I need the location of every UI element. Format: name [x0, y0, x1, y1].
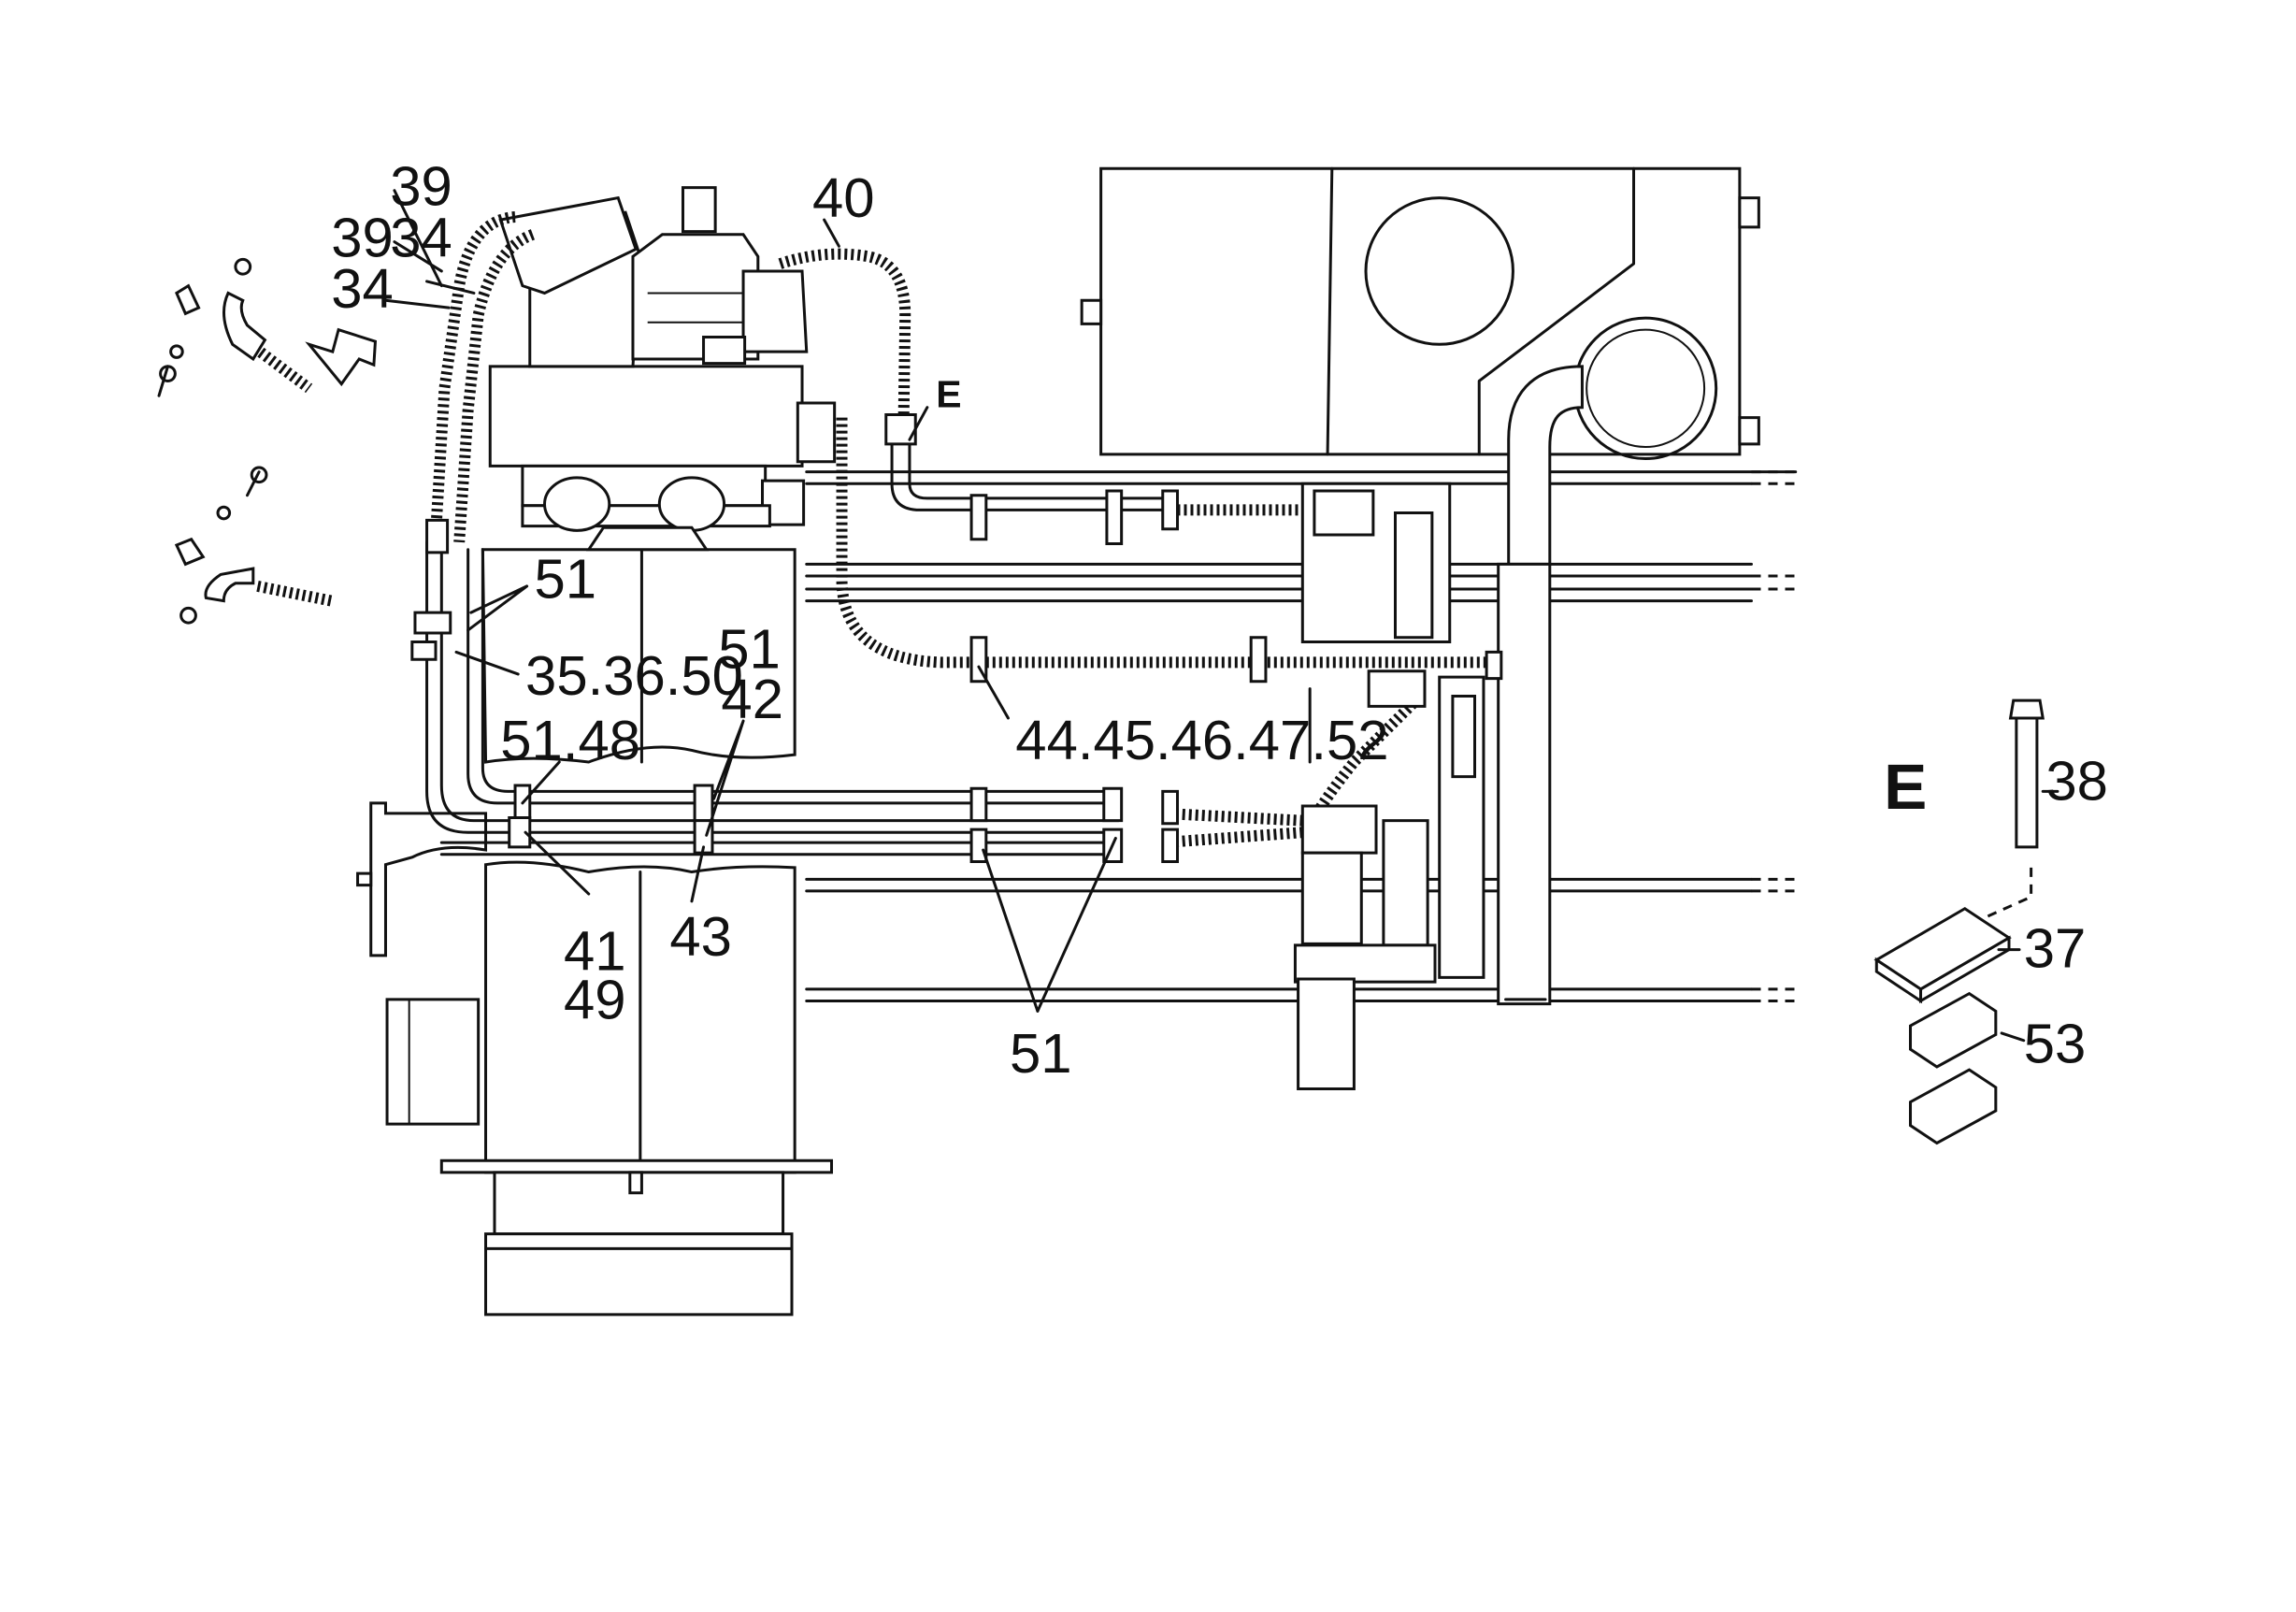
label-49: 49	[564, 968, 626, 1030]
label-41: 41	[564, 920, 626, 983]
label-51-a: 51	[534, 548, 596, 611]
label-51-48: 51.48	[500, 709, 640, 771]
label-34-mid: 34	[390, 206, 452, 268]
pump-motor	[490, 188, 834, 550]
tank-return-pipe	[1499, 367, 1583, 1004]
label-37: 37	[2024, 917, 2087, 980]
label-40: 40	[812, 166, 875, 229]
label-e-detail: E	[1884, 750, 1927, 823]
label-44-45-46-47-52: 44.45.46.47.52	[1015, 709, 1388, 771]
exploded-fittings	[159, 259, 375, 623]
label-35-36-50: 35.36.50	[525, 644, 743, 707]
label-42: 42	[721, 668, 783, 730]
detail-e-clamp	[1876, 700, 2043, 1143]
label-53: 53	[2024, 1012, 2087, 1074]
chassis-rails	[807, 472, 1796, 1001]
label-34-low: 34	[331, 257, 394, 320]
cab-body	[358, 550, 832, 1315]
label-38: 38	[2045, 750, 2108, 813]
hydraulic-tank	[1082, 168, 1758, 458]
label-39-mid: 39	[331, 206, 394, 268]
callout-labels: 39 39 34 34 40 E 51 35.36.50 51 42 51.48…	[331, 155, 2108, 1086]
label-51-b: 51	[718, 618, 781, 681]
label-51-c: 51	[1010, 1022, 1072, 1085]
leader-lines	[385, 191, 2057, 1041]
rigid-pipes	[427, 439, 1178, 855]
label-e-small: E	[936, 373, 961, 416]
control-valves	[1295, 483, 1500, 1088]
label-39-top: 39	[390, 155, 452, 218]
hoses	[436, 217, 1486, 842]
label-43: 43	[669, 905, 732, 968]
